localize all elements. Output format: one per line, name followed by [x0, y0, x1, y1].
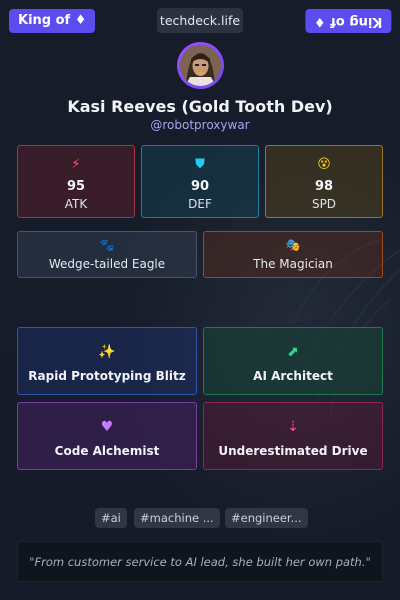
sort-down-icon: ⇣ [287, 419, 299, 435]
trait-spirit-animal[interactable]: 🐾 Wedge-tailed Eagle [17, 231, 197, 278]
tag-chip[interactable]: #machine ... [134, 508, 220, 528]
heart-icon: ♥ [100, 419, 114, 435]
magic-wand-icon: ✨ [98, 344, 116, 360]
tag-chip[interactable]: #ai [95, 508, 127, 528]
skill-label: Code Alchemist [54, 444, 160, 458]
theater-masks-icon: 🎭 [285, 238, 301, 252]
profile-handle[interactable]: @robotproxywar [150, 118, 250, 132]
lightning-icon: ⚡ [71, 157, 81, 172]
trait-tarot-card[interactable]: 🎭 The Magician [203, 231, 383, 278]
skill-card-underestimated-drive[interactable]: ⇣ Underestimated Drive [203, 402, 383, 470]
skill-label: AI Architect [253, 369, 333, 383]
network-chart-icon: ⬈ [287, 344, 299, 360]
profile-name: Kasi Reeves (Gold Tooth Dev) [67, 97, 333, 116]
domain-label[interactable]: techdeck.life [157, 8, 243, 33]
avatar-portrait-icon [180, 45, 221, 86]
stat-value: 95 [66, 179, 86, 194]
shield-icon: ⛊ [195, 157, 205, 172]
stat-atk: ⚡ 95 ATK [17, 145, 135, 218]
skill-card-ai-architect[interactable]: ⬈ AI Architect [203, 327, 383, 395]
paw-icon: 🐾 [99, 238, 115, 252]
stat-label: SPD [311, 197, 337, 211]
tag-chip[interactable]: #engineer... [225, 508, 308, 528]
stat-value: 98 [314, 179, 334, 194]
avatar-image [180, 45, 221, 86]
skill-card-rapid-prototyping[interactable]: ✨ Rapid Prototyping Blitz [17, 327, 197, 395]
stat-def: ⛊ 90 DEF [141, 145, 259, 218]
trait-label: The Magician [253, 257, 333, 271]
skill-label: Rapid Prototyping Blitz [28, 369, 186, 383]
card-rank-badge: King of ♦ [9, 9, 96, 33]
stat-label: DEF [188, 197, 212, 211]
bio-quote: "From customer service to AI lead, she b… [17, 541, 383, 582]
trait-label: Wedge-tailed Eagle [48, 257, 166, 271]
stat-spd: 😵 98 SPD [265, 145, 383, 218]
card-rank-badge-inverted: King of ♦ [304, 9, 391, 33]
stat-label: ATK [64, 197, 88, 211]
skill-card-code-alchemist[interactable]: ♥ Code Alchemist [17, 402, 197, 470]
skill-label: Underestimated Drive [218, 444, 368, 458]
dizzy-face-icon: 😵 [317, 157, 331, 172]
stat-value: 90 [190, 179, 210, 194]
avatar [177, 42, 224, 89]
